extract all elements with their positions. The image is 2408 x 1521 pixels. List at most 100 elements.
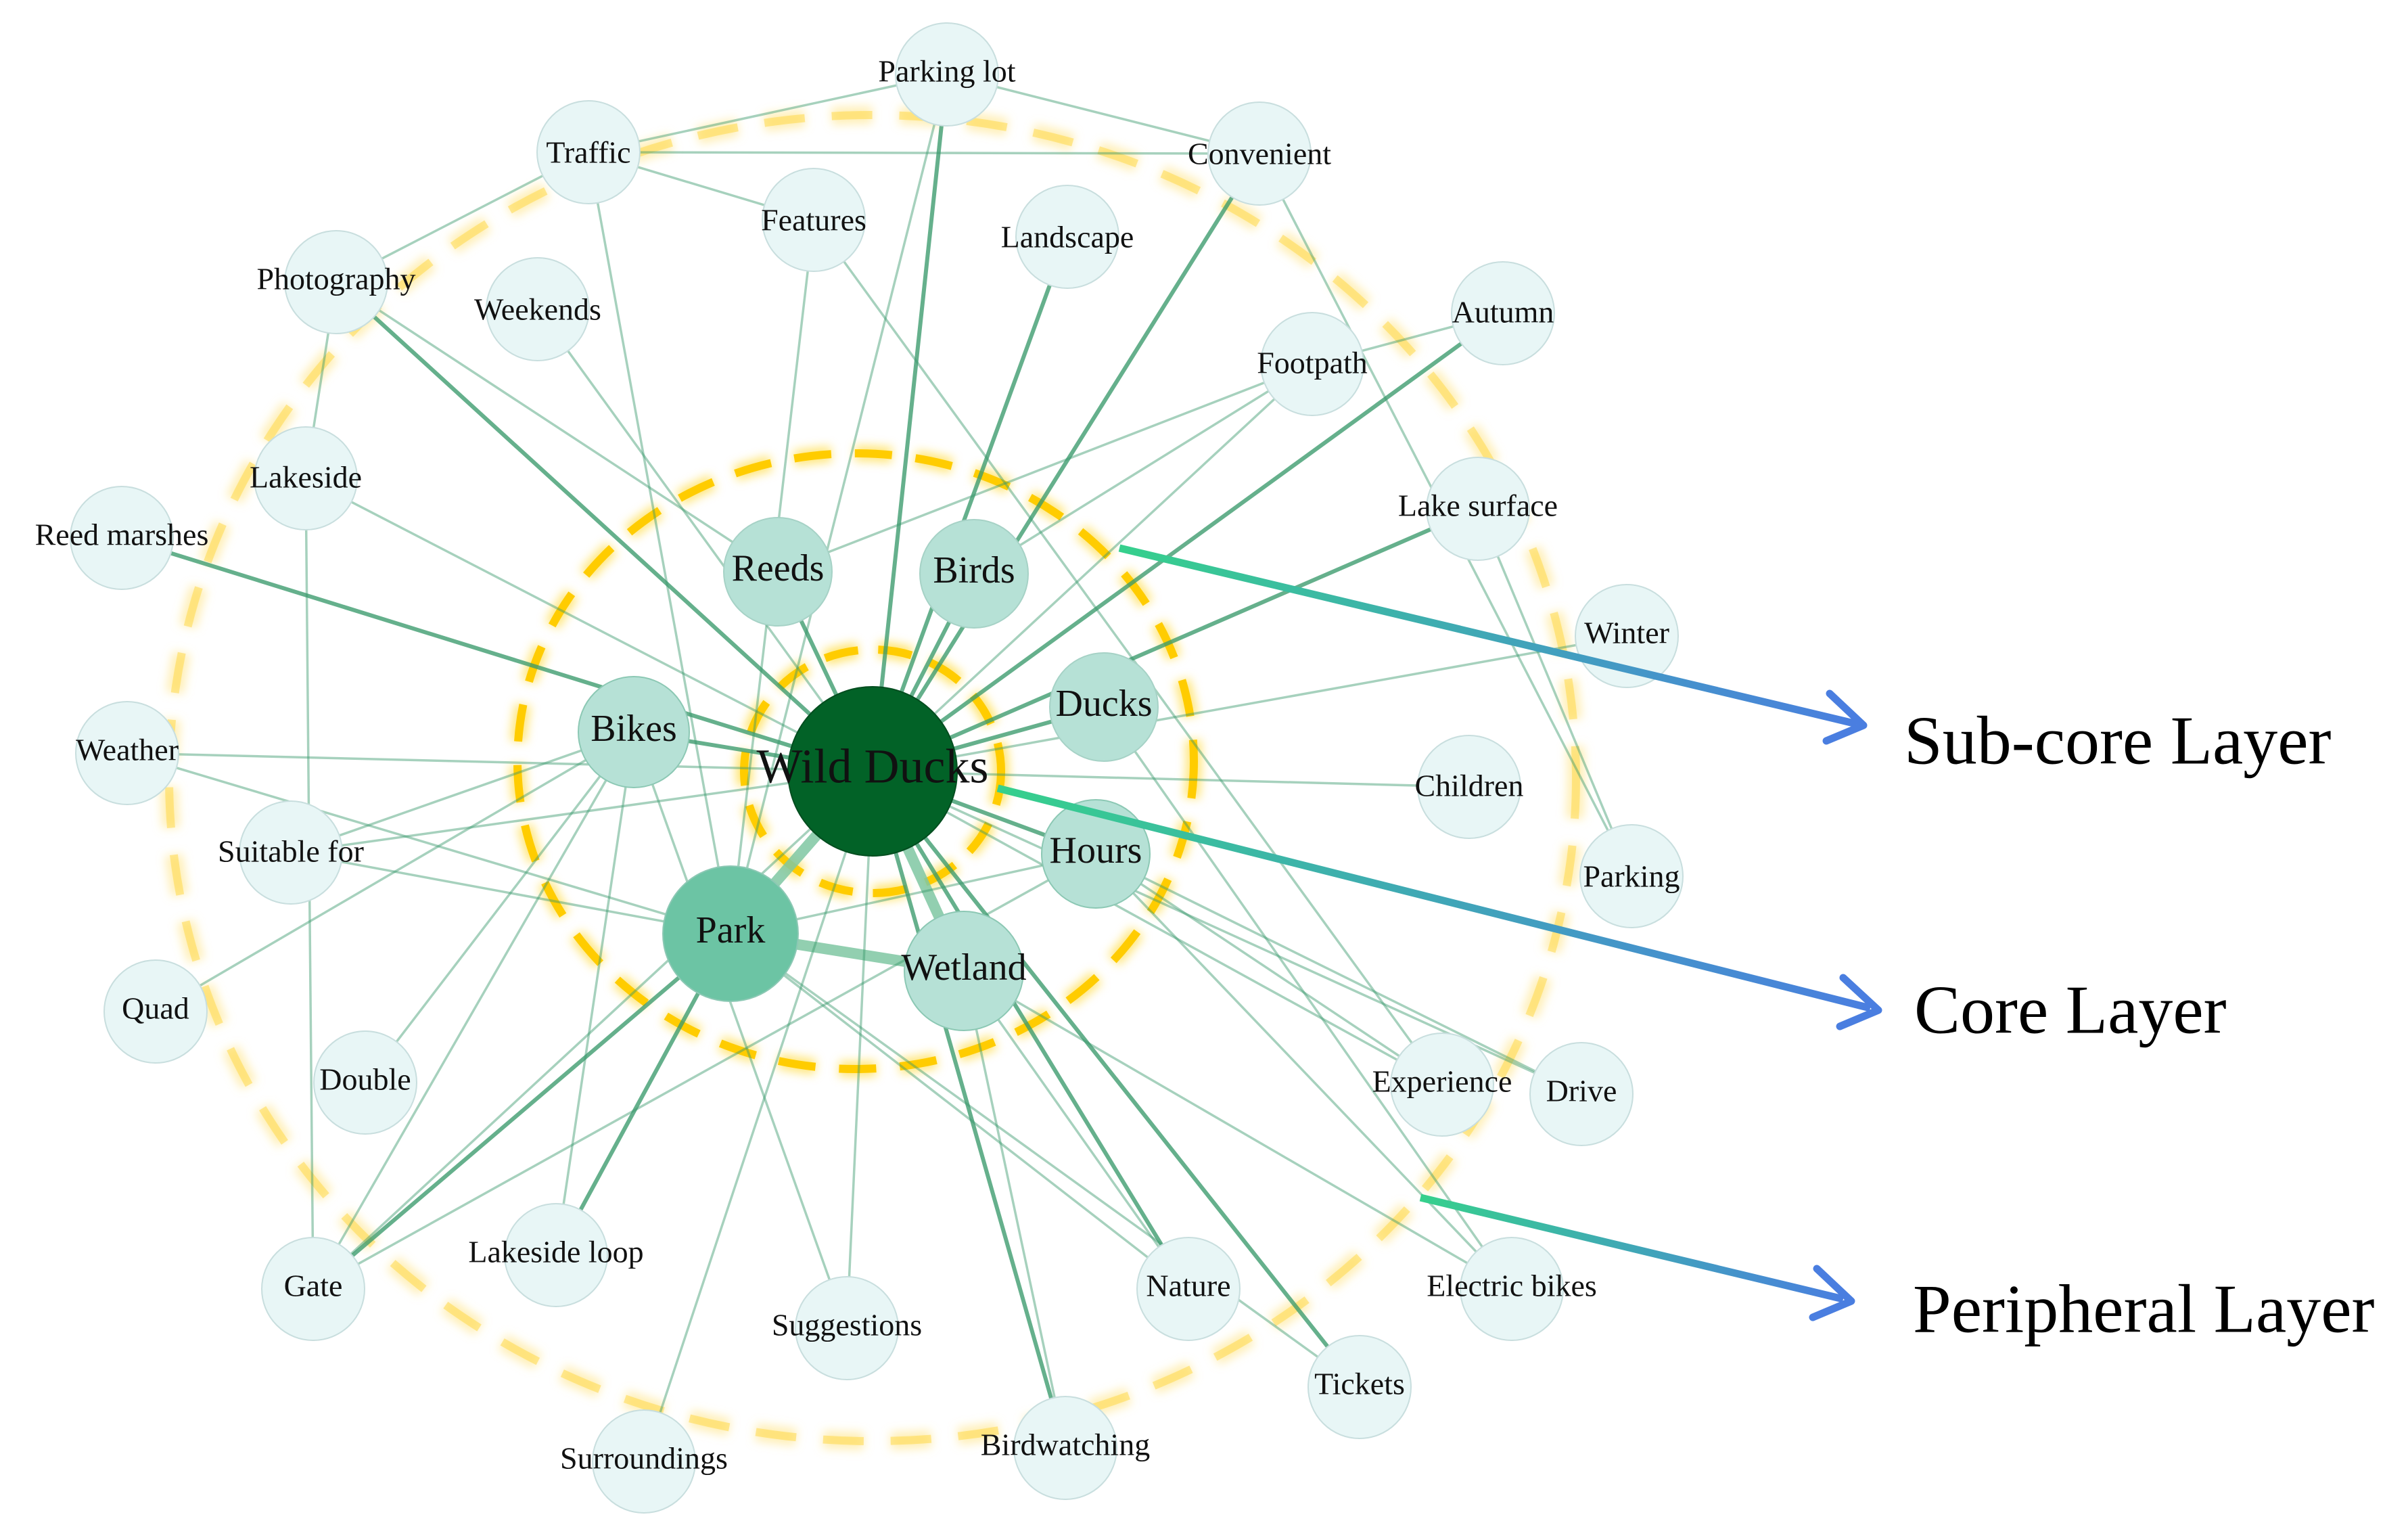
peripheral-node-label: Lakeside: [250, 460, 362, 495]
peripheral-node-label: Footpath: [1257, 346, 1368, 380]
edge-bikes-double: [364, 731, 635, 1084]
edge-park-parking-lot: [729, 74, 948, 934]
peripheral-node-label: Traffic: [546, 135, 630, 170]
peripheral-node-label: Birdwatching: [981, 1428, 1150, 1462]
peripheral-node-label: Suitable for: [218, 834, 364, 869]
node-parking-lot: Parking lot: [878, 22, 1016, 127]
subcore-node-label: Birds: [933, 549, 1015, 591]
edge-traffic-parking-lot: [588, 73, 948, 154]
peripheral-layer-label: Peripheral Layer: [1913, 1271, 2375, 1347]
edge-park-nature: [729, 932, 1190, 1290]
peripheral-node-circle: [1426, 457, 1530, 561]
peripheral-node-circle: [1013, 1396, 1117, 1500]
peripheral-node-circle: [486, 257, 590, 361]
edge-wild-ducks-photography: [334, 280, 875, 773]
edge-wild-ducks-surroundings: [643, 771, 874, 1462]
node-children: Children: [1415, 735, 1524, 839]
peripheral-node-circle: [1529, 1042, 1634, 1146]
subcore-callout: Sub-core Layer: [1118, 544, 2332, 779]
node-drive: Drive: [1529, 1042, 1634, 1146]
edge-traffic-park: [587, 152, 732, 934]
peripheral-node-circle: [1260, 312, 1364, 416]
node-weekends: Weekends: [474, 257, 601, 361]
edge-wild-ducks-gate: [312, 770, 874, 1290]
edge-wetland-birdwatching: [963, 970, 1067, 1449]
core-layer-label: Core Layer: [1914, 972, 2227, 1048]
edge-wild-ducks-suggestions: [846, 771, 874, 1329]
peripheral-node-label: Autumn: [1452, 295, 1554, 330]
peripheral-node-circle: [1417, 735, 1521, 839]
node-landscape: Landscape: [1001, 185, 1134, 289]
peripheral-arrow-line: [1419, 1194, 1845, 1303]
node-wetland: Wetland: [901, 911, 1027, 1031]
node-lake-surface: Lake surface: [1398, 457, 1558, 561]
node-reed-marshes: Reed marshes: [35, 486, 208, 590]
peripheral-node-circle: [1136, 1237, 1241, 1341]
node-tickets: Tickets: [1307, 1335, 1412, 1439]
peripheral-node-circle: [795, 1276, 899, 1380]
edge-photography-reeds: [335, 281, 779, 573]
subcore-node-label: Ducks: [1055, 683, 1152, 725]
peripheral-node-circle: [504, 1203, 608, 1307]
peripheral-node-label: Lakeside loop: [468, 1235, 643, 1269]
core-node-label: Bikes: [591, 708, 677, 750]
edge-park-tickets: [729, 932, 1361, 1388]
node-features: Features: [761, 168, 866, 272]
layer-callouts: Sub-core Layer Core Layer Peripheral Lay…: [996, 544, 2375, 1347]
edge-hours-drive: [1095, 853, 1582, 1095]
peripheral-arrow-head: [1809, 1265, 1855, 1321]
peripheral-node-circle: [75, 701, 179, 805]
node-suitable-for: Suitable for: [218, 800, 364, 905]
edge-wild-ducks-birdwatching: [871, 771, 1067, 1449]
core-ring: [740, 645, 1005, 897]
peripheral-node-circle: [261, 1237, 365, 1341]
subcore-layer-label: Sub-core Layer: [1904, 702, 2332, 779]
peripheral-node-circle: [895, 22, 999, 127]
peripheral-node-label: Convenient: [1188, 137, 1331, 171]
peripheral-node-label: Weather: [76, 733, 179, 767]
node-autumn: Autumn: [1451, 261, 1555, 365]
edge-traffic-convenient: [588, 151, 1260, 155]
edge-park-weather: [126, 752, 731, 935]
edge-wild-ducks-weekends: [536, 308, 874, 773]
node-double: Double: [313, 1030, 417, 1135]
core-node-circle: [662, 865, 799, 1002]
peripheral-node-circle: [762, 168, 866, 272]
edge-wild-ducks-experience: [872, 770, 1443, 1086]
edge-birds-footpath: [973, 363, 1313, 575]
peripheral-node-circle: [239, 800, 343, 905]
edge-bikes-gate: [312, 731, 635, 1290]
peripheral-node-circle: [1451, 261, 1555, 365]
node-birds: Birds: [919, 519, 1029, 629]
peripheral-node-label: Nature: [1146, 1269, 1230, 1303]
peripheral-node-label: Features: [761, 203, 866, 237]
peripheral-node-circle: [1579, 824, 1684, 928]
node-experience: Experience: [1372, 1032, 1512, 1137]
center-node-circle: [787, 686, 958, 857]
core-arrow-line: [996, 784, 1872, 1012]
peripheral-node-circle: [313, 1030, 417, 1135]
node-quad: Quad: [103, 959, 208, 1064]
core-node-label: Wetland: [901, 947, 1026, 989]
core-node-label: Park: [696, 909, 766, 951]
node-lakeside: Lakeside: [250, 426, 362, 530]
node-bikes: Bikes: [578, 676, 690, 788]
peripheral-node-label: Children: [1415, 769, 1524, 803]
edge-ducks-electric-bikes: [1103, 706, 1513, 1290]
node-convenient: Convenient: [1188, 101, 1331, 206]
node-electric-bikes: Electric bikes: [1427, 1237, 1597, 1341]
edge-wild-ducks-children: [872, 770, 1470, 788]
edge-wetland-nature: [963, 970, 1190, 1290]
edge-wild-ducks-suitable-for: [290, 770, 873, 854]
node-photography: Photography: [256, 230, 416, 334]
node-lakeside-loop: Lakeside loop: [468, 1203, 644, 1307]
edge-wild-ducks-convenient: [871, 152, 1261, 773]
node-hours: Hours: [1041, 799, 1151, 909]
core-node-circle: [904, 911, 1024, 1031]
edge-bikes-suitable-for: [290, 731, 634, 854]
subcore-ring: [513, 449, 1198, 1073]
edge-wild-ducks-nature: [871, 770, 1190, 1290]
peripheral-node-label: Quad: [122, 991, 189, 1026]
peripheral-node-label: Experience: [1372, 1064, 1512, 1099]
peripheral-node-label: Winter: [1584, 616, 1669, 650]
